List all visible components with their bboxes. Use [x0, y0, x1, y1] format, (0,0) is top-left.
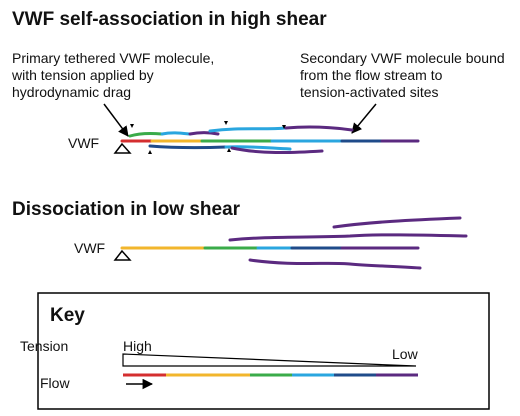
section2-title: Dissociation in low shear: [12, 199, 241, 220]
primary-note-line-3: hydrodynamic drag: [12, 84, 132, 100]
flow-label: Flow: [40, 375, 70, 391]
primary-molecule-note: Primary tethered VWF molecule, with tens…: [12, 50, 214, 101]
section1-title: VWF self-association in high shear: [12, 9, 327, 30]
secondary-note-line-3: tension-activated sites: [300, 84, 439, 100]
tether-triangle-low-shear: [113, 249, 132, 261]
tether-triangle-high-shear: [113, 142, 132, 154]
tension-high-label: High: [123, 338, 152, 354]
primary-note-line-1: Primary tethered VWF molecule,: [12, 50, 215, 66]
vwf-label-low-shear: VWF: [74, 240, 106, 256]
dissociated-vwf-molecules: [228, 216, 468, 270]
secondary-pointer-arrow: [351, 103, 377, 134]
tension-label: Tension: [20, 338, 69, 354]
binding-site-markers: [130, 121, 286, 154]
secondary-note-line-2: from the flow stream to: [300, 67, 443, 83]
key-box: [37, 292, 490, 410]
secondary-molecule-note: Secondary VWF molecule bound from the fl…: [300, 50, 505, 101]
tension-gradient-wedge: [122, 353, 417, 367]
tension-low-label: Low: [392, 346, 418, 362]
primary-note-line-2: with tension applied by: [12, 67, 154, 83]
secondary-note-line-1: Secondary VWF molecule bound: [300, 50, 505, 66]
vwf-label-high-shear: VWF: [68, 135, 100, 151]
key-title: Key: [50, 305, 85, 326]
primary-pointer-arrow: [103, 103, 129, 137]
secondary-bound-molecules: [128, 125, 354, 155]
